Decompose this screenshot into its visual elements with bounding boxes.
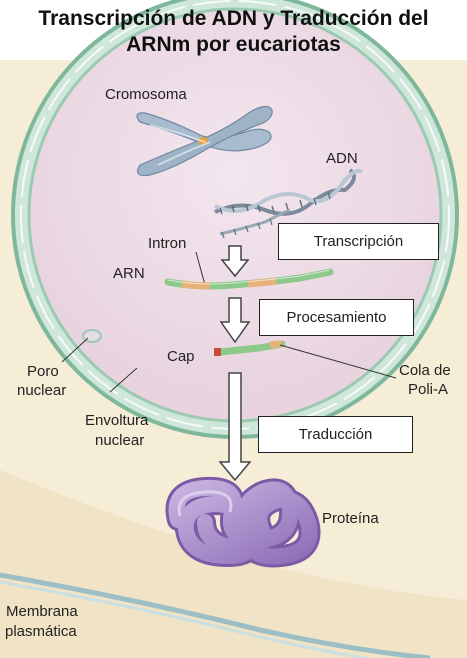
label-nuclear-envoltura: nuclear — [95, 432, 145, 449]
protein — [165, 476, 321, 568]
page-title: Transcripción de ADN y Traducción del AR… — [0, 6, 467, 58]
title-line-2: ARNm por eucariotas — [126, 33, 341, 56]
label-cap: Cap — [167, 348, 195, 365]
intron-leader-line — [195, 251, 206, 286]
label-cromosoma: Cromosoma — [105, 86, 187, 103]
arrow-procesamiento — [219, 297, 251, 344]
box-procesamiento: Procesamiento — [259, 299, 414, 336]
cola-leader-line — [279, 344, 397, 379]
poro-leader-line — [61, 337, 89, 363]
title-line-1: Transcripción de ADN y Traducción del — [38, 7, 429, 30]
arrow-transcripcion — [220, 245, 250, 278]
label-poli-a: Poli-A — [408, 381, 449, 398]
label-adn: ADN — [326, 150, 358, 167]
plasma-membrane — [0, 572, 431, 658]
primary-rna — [164, 268, 334, 290]
envoltura-leader-line — [109, 367, 138, 393]
label-arn: ARN — [113, 265, 145, 282]
label-intron: Intron — [148, 235, 187, 252]
label-cola-de: Cola de — [399, 362, 451, 379]
label-proteina: Proteína — [322, 510, 379, 527]
arrow-traduccion — [218, 372, 252, 482]
label-envoltura: Envoltura — [85, 412, 149, 429]
chromosome — [136, 105, 273, 177]
mature-mrna — [214, 340, 286, 356]
nucleus — [11, 0, 459, 439]
label-poro: Poro — [27, 363, 59, 380]
box-traduccion: Traducción — [258, 416, 413, 453]
dna-helix — [214, 168, 364, 239]
label-plasmatica: plasmática — [5, 623, 77, 640]
label-nuclear-poro: nuclear — [17, 382, 67, 399]
box-transcripcion: Transcripción — [278, 223, 439, 260]
label-membrana: Membrana — [6, 603, 78, 620]
